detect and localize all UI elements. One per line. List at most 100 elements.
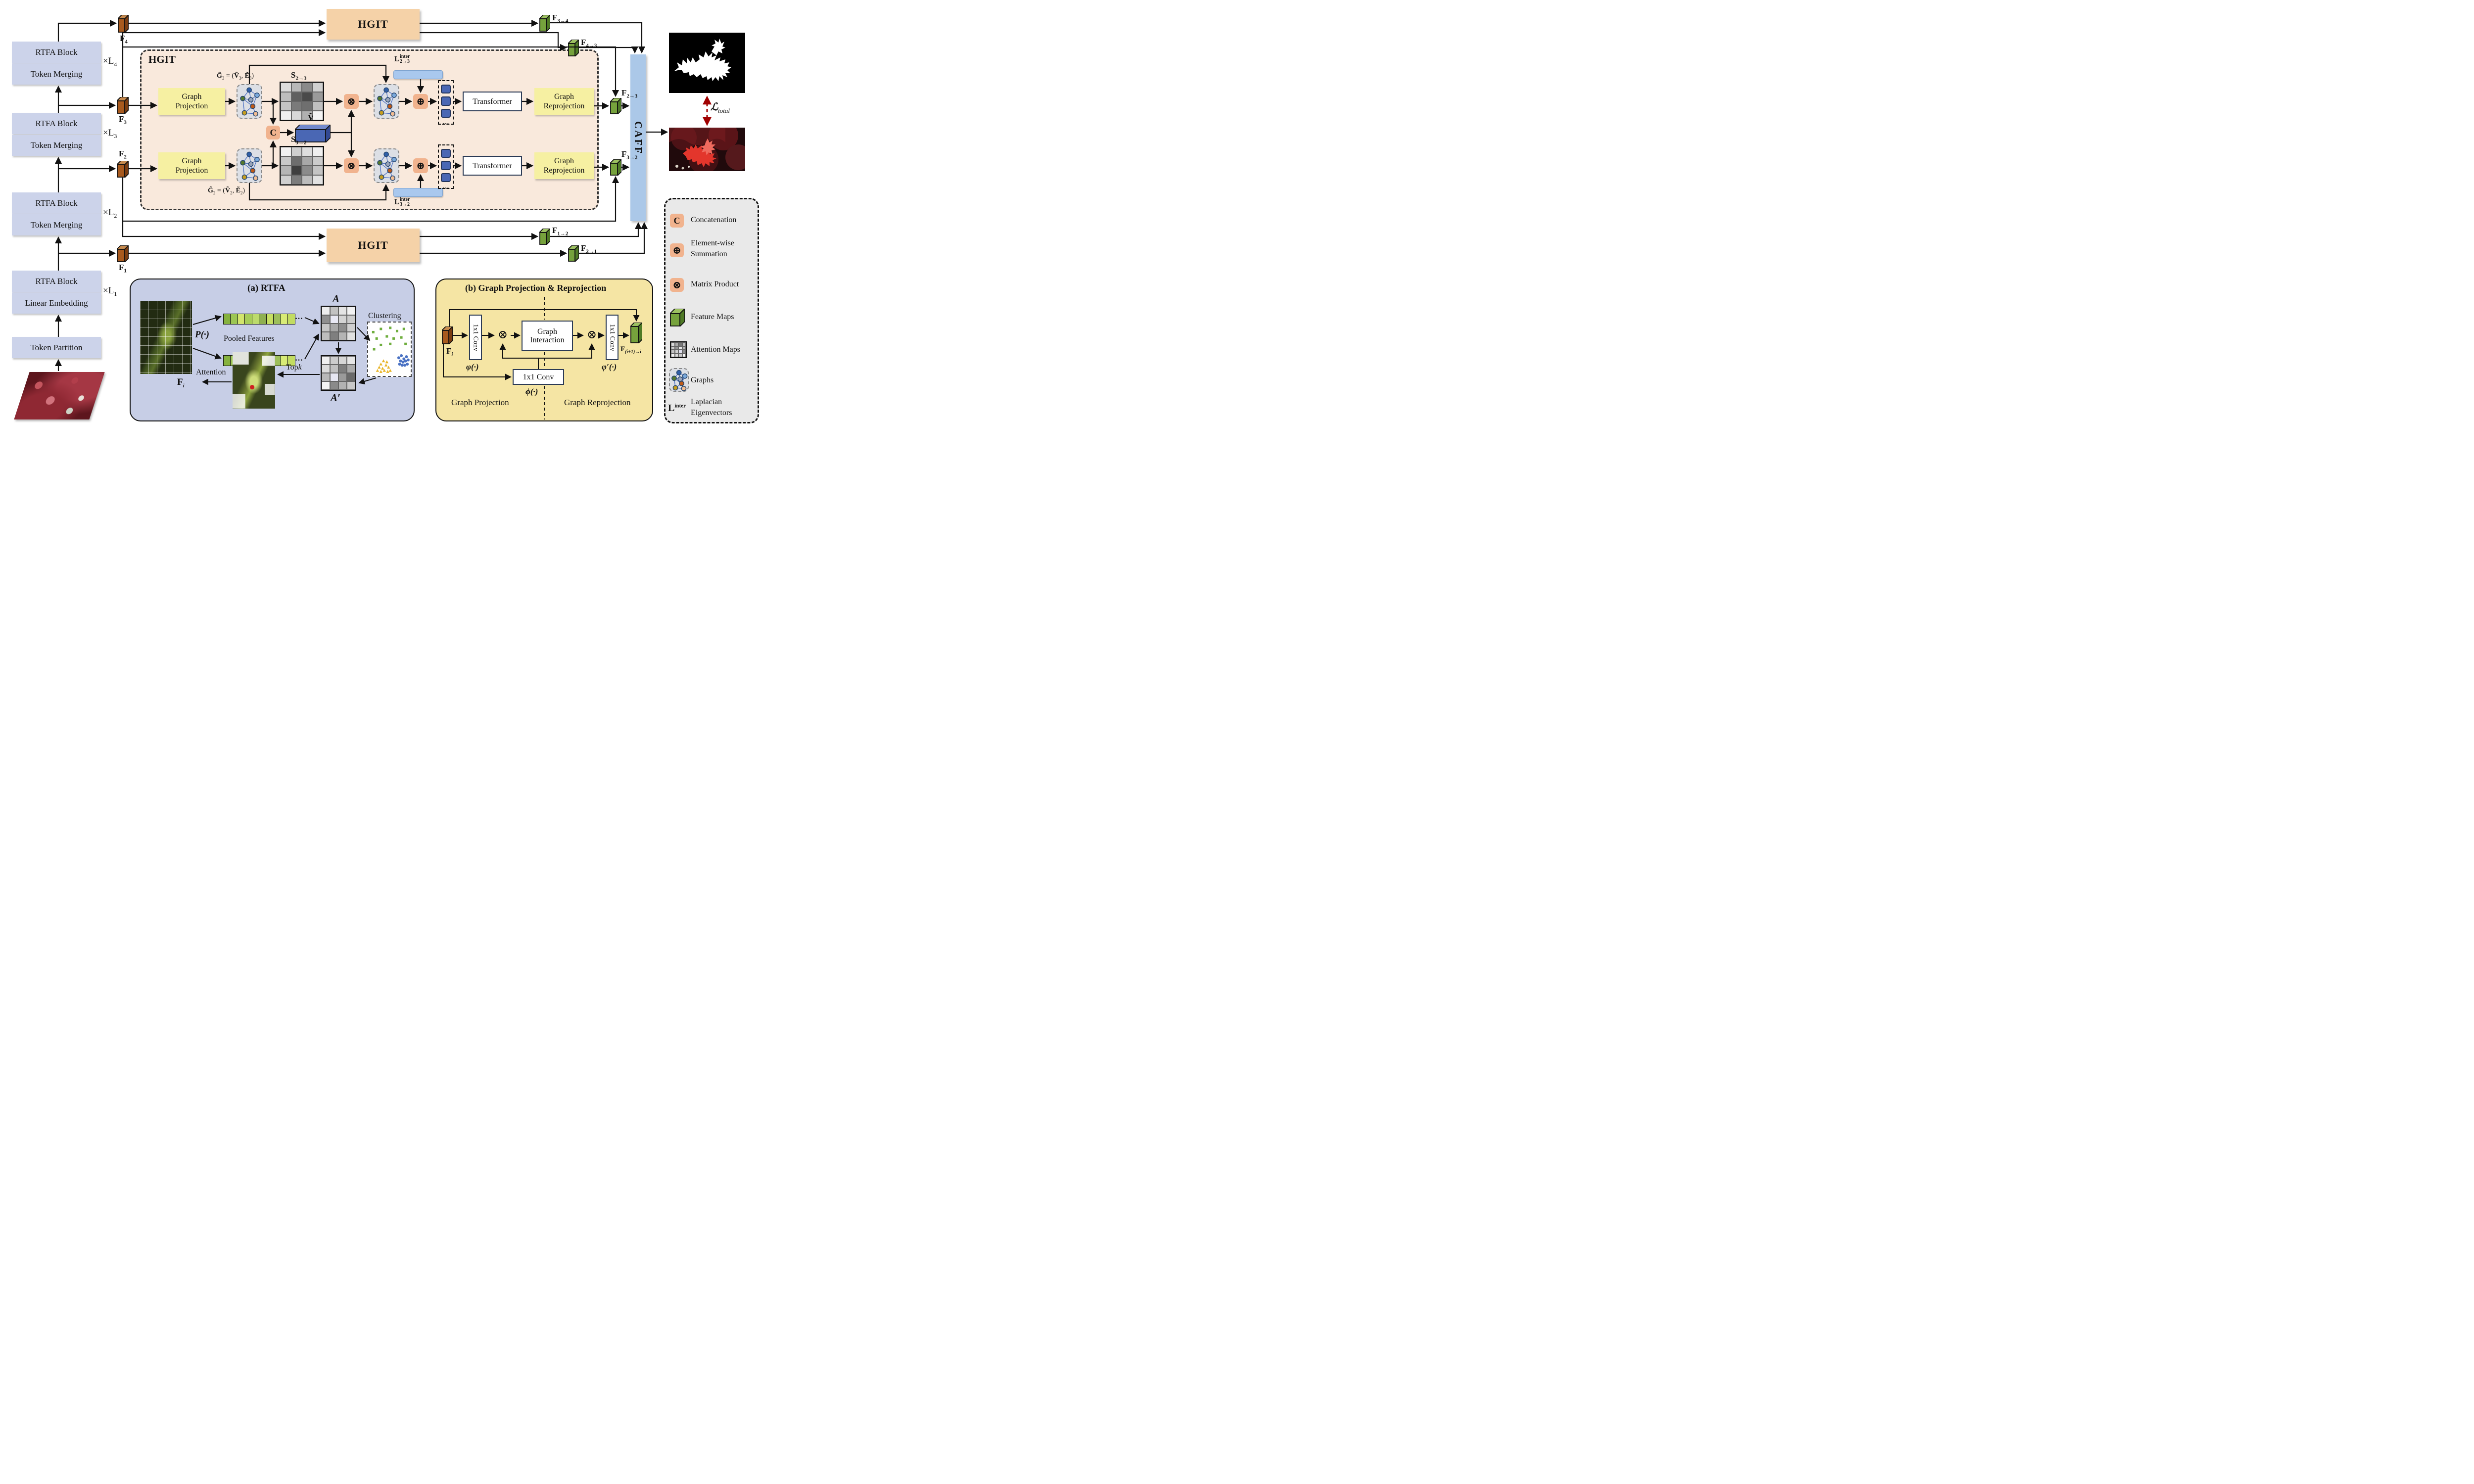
token-column-bottom: … — [438, 144, 454, 189]
rtfa-block-1-label: RTFA Block — [35, 276, 78, 286]
attention-matrix-a — [321, 306, 356, 341]
transformer-top: Transformer — [463, 92, 522, 111]
pooled-strip-1 — [223, 314, 295, 325]
fout-label: F(i+1)→i — [620, 345, 642, 355]
concat-icon: C — [270, 127, 277, 138]
input-image — [14, 372, 105, 419]
matrix-product-op-bottom: ⊗ — [344, 158, 359, 173]
legend-sum-label2: Summation — [691, 250, 727, 258]
legend-featuremap-label: Feature Maps — [691, 313, 734, 321]
rtfa-block-2-label: RTFA Block — [35, 198, 78, 208]
s32-label: S3→2 — [291, 135, 307, 146]
feature-cube-f12 — [538, 227, 552, 246]
token-merging-3-label: Token Merging — [30, 140, 83, 150]
topk-label: Topk — [286, 363, 302, 371]
conv-1x1-bottom: 1x1 Conv — [513, 369, 564, 385]
s23-label: S2→3 — [291, 70, 307, 82]
f2-label: F2 — [119, 149, 127, 160]
rtfa-block-4: RTFA Block — [12, 42, 101, 63]
conv-1x1-left: 1x1 Conv — [469, 315, 482, 360]
mask-silhouette — [674, 39, 731, 81]
caff-module: CAFF — [630, 54, 646, 221]
attention-matrix-a-label: A — [333, 293, 340, 305]
token-merging-2-label: Token Merging — [30, 220, 83, 230]
multiplier-l4: ×L4 — [103, 56, 117, 68]
phi-low-label: ϕ(·) — [525, 387, 538, 396]
graph-icon-top-out — [374, 84, 399, 119]
transformer-bottom: Transformer — [463, 156, 522, 176]
graph-reprojection-zone-label: Graph Reprojection — [564, 398, 631, 407]
feature-cube-f2 — [115, 159, 130, 179]
strip1-dots: … — [295, 313, 303, 321]
rtfa-grid-image — [140, 301, 192, 374]
rtfa-block-3-label: RTFA Block — [35, 118, 78, 128]
graph-icon-g2 — [237, 148, 262, 183]
token-merging-4: Token Merging — [12, 63, 101, 85]
legend-laplacian-label2: Eigenvectors — [691, 409, 732, 417]
sum-op-top: ⊕ — [413, 94, 428, 109]
f34-label: F3→4 — [552, 13, 569, 24]
rtfa-block-4-label: RTFA Block — [35, 47, 78, 57]
legend-product-label: Matrix Product — [691, 280, 739, 288]
feature-cube-f1 — [115, 244, 130, 264]
clustering-box — [367, 322, 412, 377]
coral-scene — [669, 128, 745, 171]
feature-cube-f23 — [609, 96, 623, 116]
g2-equation: G̃2 = (Ṽ2, Ẽ2) — [208, 187, 245, 195]
laplacian-bar-32 — [393, 188, 443, 197]
prediction-image — [669, 128, 745, 171]
fout-cube — [629, 321, 644, 345]
rtfa-attention-image — [233, 352, 275, 409]
laplacian-icon: Linter — [668, 403, 686, 414]
feature-cube-f34 — [538, 13, 552, 33]
phi-prime-label: φ′(·) — [602, 362, 617, 371]
legend-sum-label1: Element-wise — [691, 239, 734, 247]
multiplier-l3: ×L3 — [103, 128, 117, 139]
clustering-label: Clustering — [368, 312, 401, 320]
attention-map-icon — [670, 341, 687, 358]
product-icon: ⊗ — [347, 95, 356, 107]
graph-icon — [669, 368, 689, 392]
hgit-detail-label: HGIT — [148, 53, 176, 65]
token-partition: Token Partition — [12, 337, 101, 358]
f23-label: F2→3 — [621, 88, 638, 99]
feature-map-icon — [668, 307, 686, 328]
f4-label: F4 — [120, 34, 128, 45]
rtfa-panel-title: (a) RTFA — [247, 283, 285, 293]
g3-equation: G̃3 = (Ṽ3, Ẽ3) — [217, 72, 254, 81]
hgit-bottom-box: HGIT — [327, 229, 420, 262]
f3-label: F3 — [119, 114, 127, 126]
feature-cube-f3 — [115, 95, 130, 115]
rtfa-block-1: RTFA Block — [12, 271, 101, 292]
legend-concat-label: Concatenation — [691, 216, 737, 224]
matrix-product-op-top: ⊗ — [344, 94, 359, 109]
feature-cube-f21 — [567, 244, 580, 263]
figure-canvas: RTFA Block Token Merging ×L4 RTFA Block … — [0, 0, 764, 430]
strip2-dots: … — [295, 354, 303, 363]
sum-icon: ⊕ — [670, 243, 684, 257]
token-merging-2: Token Merging — [12, 214, 101, 235]
multiplier-l2: ×L2 — [103, 207, 117, 219]
vtilde-label: Ṽ — [308, 113, 314, 122]
pool-function-label: P(·) — [195, 329, 210, 340]
f43-label: F4→3 — [581, 38, 597, 49]
hgit-top-label: HGIT — [358, 18, 388, 30]
hgit-detail-box — [140, 49, 599, 210]
product-icon: ⊗ — [347, 160, 356, 172]
product-icon: ⊗ — [670, 278, 684, 292]
legend-laplacian-label1: Laplacian — [691, 398, 722, 406]
pooled-features-label: Pooled Features — [224, 334, 275, 343]
token-column-top: … — [438, 80, 454, 125]
product-op-b2: ⊗ — [586, 328, 597, 341]
linear-embedding-label: Linear Embedding — [25, 298, 88, 308]
feature-cube-f4 — [116, 13, 130, 34]
loss-label: ℒtotal — [711, 101, 730, 115]
f32-label: F3→2 — [621, 149, 638, 161]
graph-icon-bottom-out — [374, 148, 399, 183]
sum-icon: ⊕ — [416, 95, 425, 107]
hgit-bottom-label: HGIT — [358, 239, 388, 251]
